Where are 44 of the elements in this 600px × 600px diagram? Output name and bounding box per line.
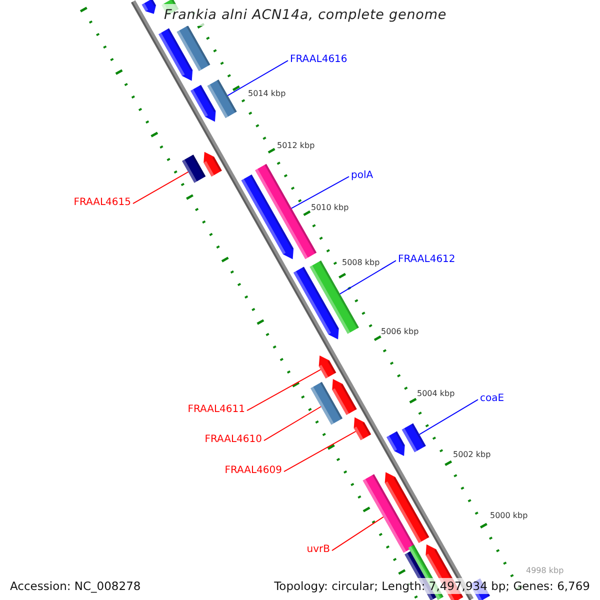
leader-line xyxy=(291,176,350,209)
scale-label: 5004 kbp xyxy=(417,389,455,398)
gene-label: FRAAL4609 xyxy=(224,465,282,477)
gene-feature xyxy=(318,356,336,378)
gene-feature xyxy=(386,431,405,456)
gene-block xyxy=(176,26,210,72)
gene-feature xyxy=(204,152,222,177)
gene-label: uvrB xyxy=(306,544,330,556)
scale-label: 5010 kbp xyxy=(311,203,349,212)
scale-label: 5014 kbp xyxy=(248,89,286,98)
gene-block xyxy=(310,382,343,425)
gene-label: FRAAL4615 xyxy=(74,197,131,209)
gene-block xyxy=(362,474,415,553)
leader-line xyxy=(264,406,322,442)
gene-feature xyxy=(142,0,156,14)
gene-feature xyxy=(190,84,216,122)
gene-block xyxy=(207,79,237,118)
gene-label: FRAAL4611 xyxy=(188,404,245,416)
leader-line xyxy=(339,260,396,294)
leader-line xyxy=(332,516,384,552)
leader-line xyxy=(132,171,189,204)
leader-line xyxy=(227,60,288,96)
gene-block xyxy=(182,154,206,183)
leader-line xyxy=(418,399,478,435)
leader-line xyxy=(246,369,322,412)
gene-feature xyxy=(241,174,294,260)
gene-feature xyxy=(158,28,193,81)
gene-block xyxy=(402,423,426,452)
gene-label: polA xyxy=(351,170,374,182)
scale-label: 5000 kbp xyxy=(490,511,528,520)
gene-label: FRAAL4616 xyxy=(290,54,348,66)
gene-feature xyxy=(354,417,372,440)
gene-label: coaE xyxy=(480,393,504,405)
scale-label: 5006 kbp xyxy=(381,327,419,336)
gene-feature xyxy=(293,266,339,340)
scale-label: 4998 kbp xyxy=(526,566,564,575)
scale-label: 5002 kbp xyxy=(453,450,491,459)
gene-feature xyxy=(384,472,430,543)
gene-label: FRAAL4610 xyxy=(204,434,262,446)
gene-feature xyxy=(332,379,357,416)
gene-label: FRAAL4612 xyxy=(398,254,456,266)
scale-label: 5012 kbp xyxy=(277,141,315,150)
scale-label: 5008 kbp xyxy=(342,258,380,267)
leader-line xyxy=(284,430,356,472)
